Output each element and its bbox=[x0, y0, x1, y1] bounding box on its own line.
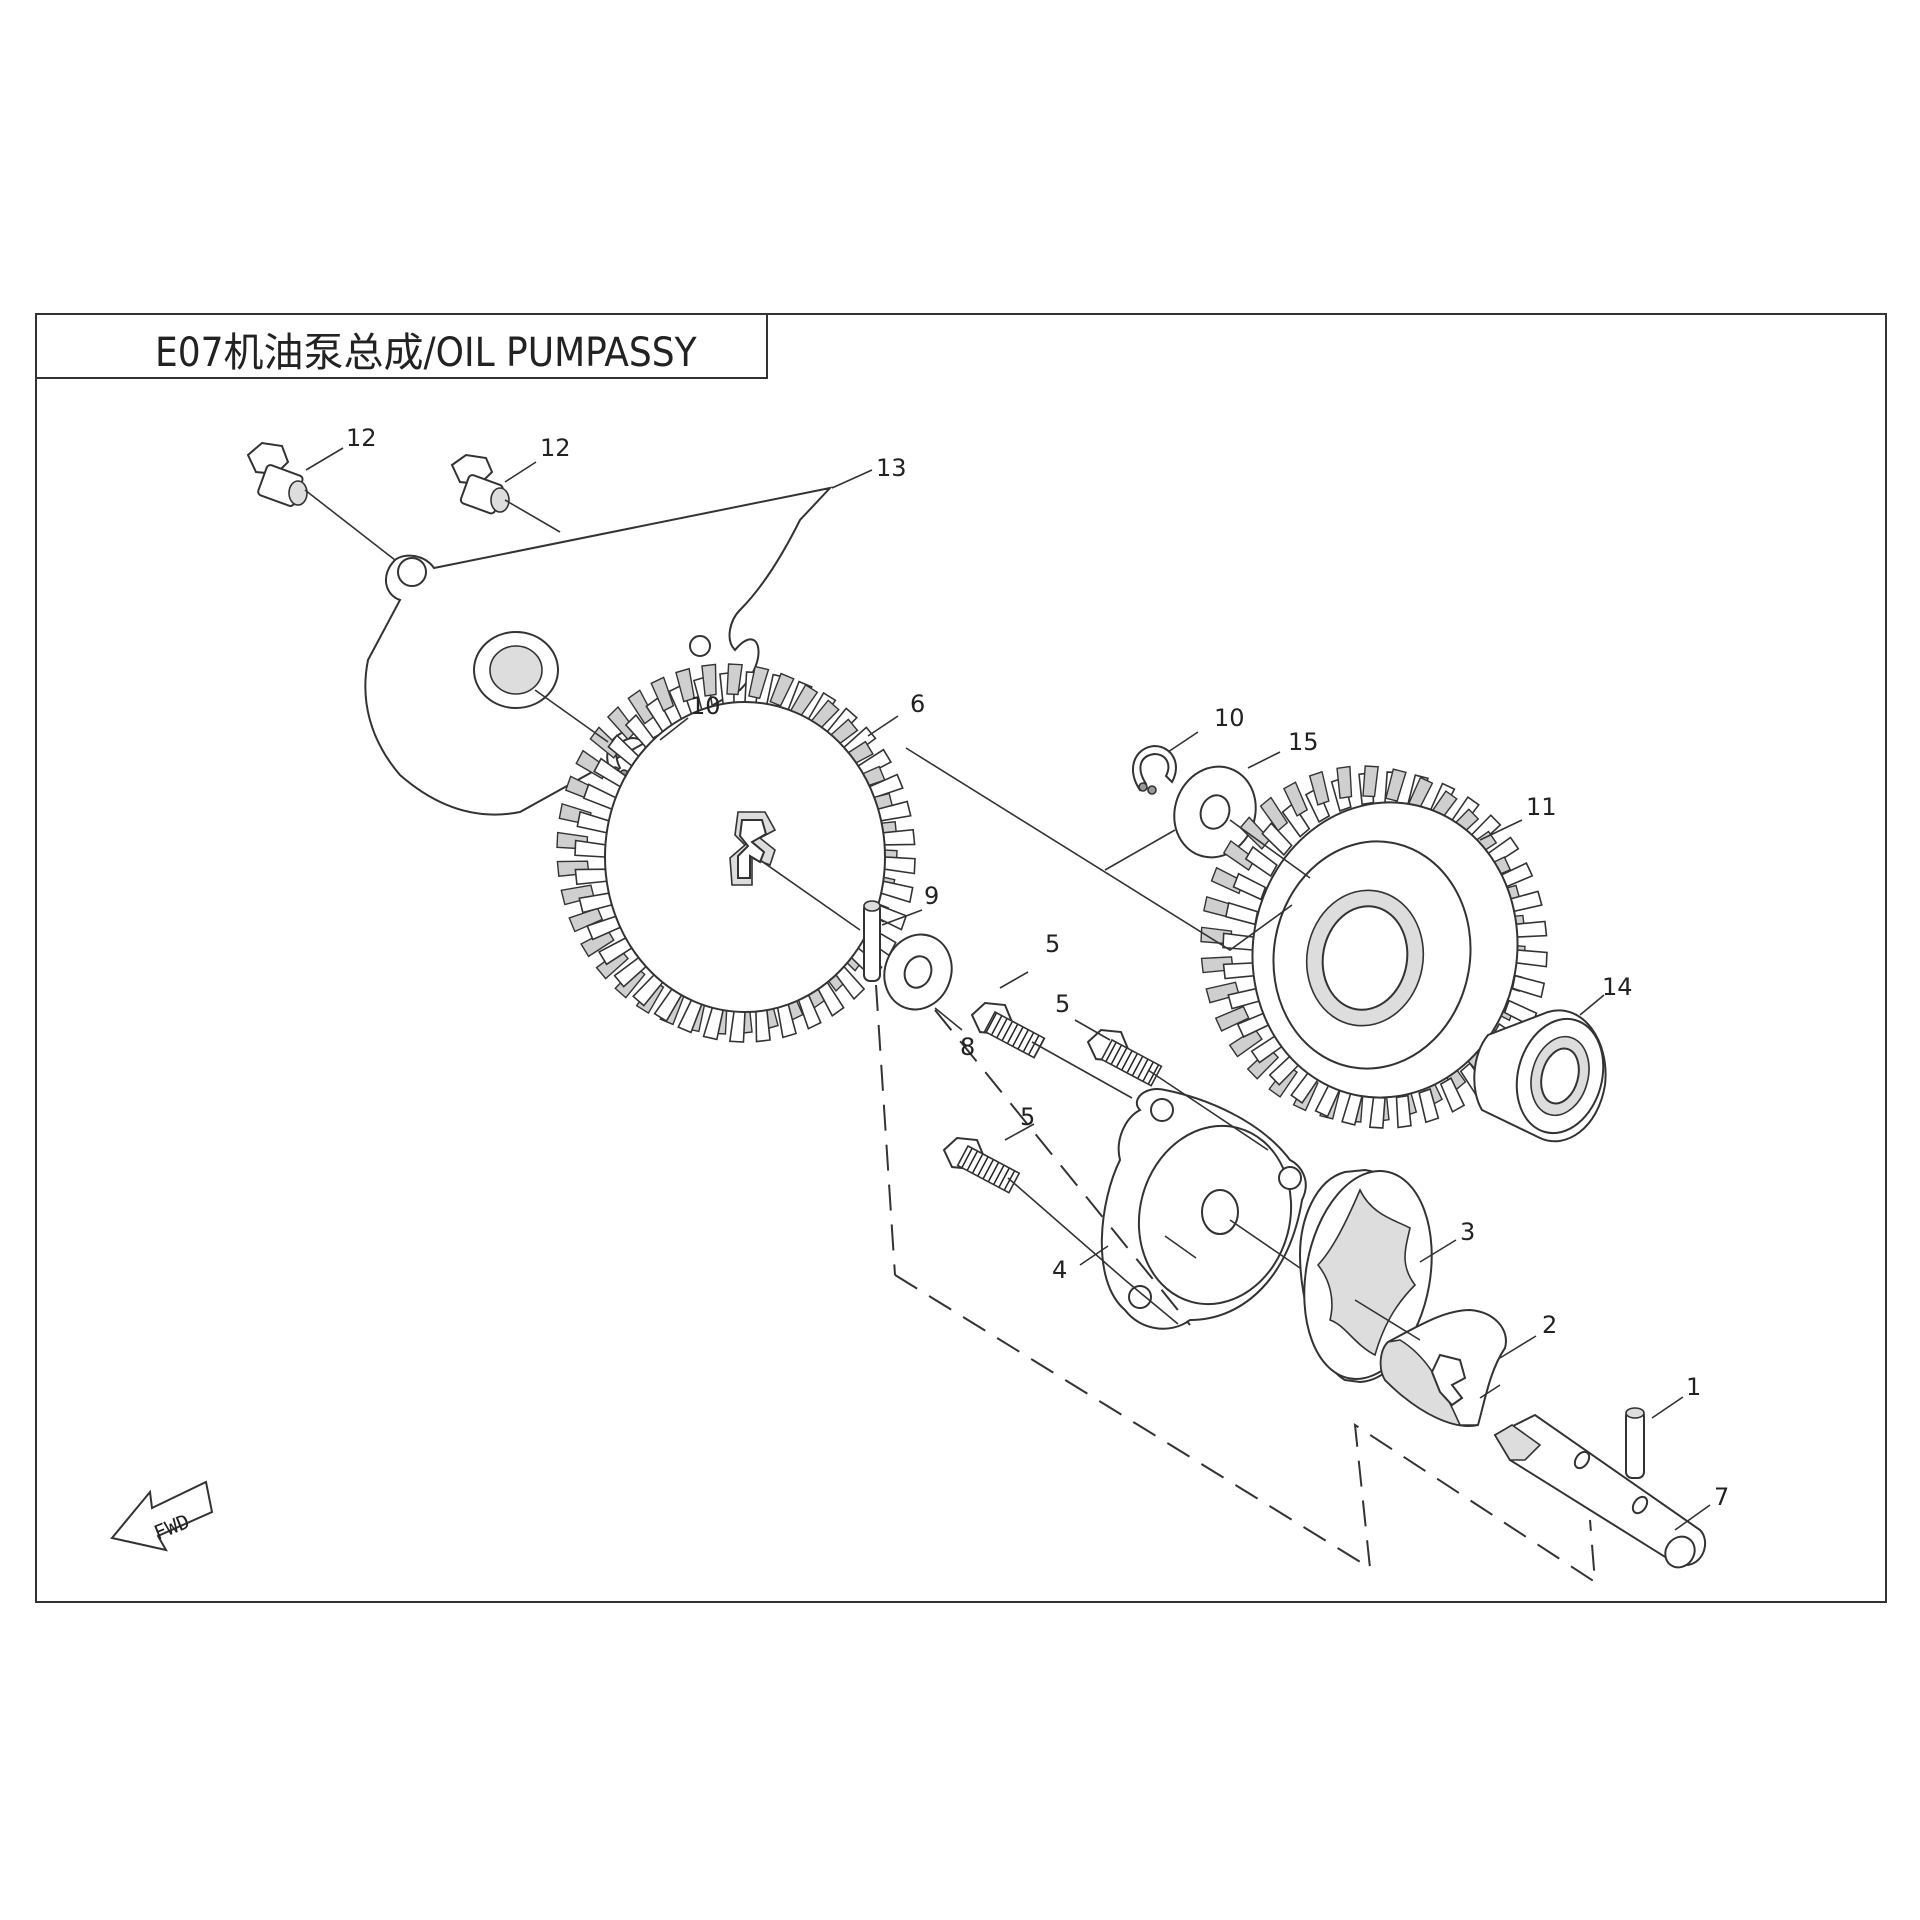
forward-direction-arrow: FWD bbox=[110, 1480, 214, 1552]
callout-9: 9 bbox=[924, 882, 939, 910]
part-15-thrust-washer bbox=[1173, 765, 1257, 859]
callout-7: 7 bbox=[1714, 1483, 1729, 1511]
callout-1: 1 bbox=[1686, 1373, 1701, 1401]
page-title: E07机油泵总成/OIL PUMPASSY bbox=[155, 330, 698, 376]
part-5-bolt-middle bbox=[1086, 1028, 1163, 1087]
part-7-pump-shaft bbox=[1493, 1413, 1707, 1569]
part-4-oil-pump-body bbox=[1100, 1088, 1307, 1330]
callout-leaders bbox=[305, 447, 1711, 1531]
part-6-oil-pump-drive-gear bbox=[556, 663, 916, 1043]
part-3-outer-rotor bbox=[1298, 1168, 1433, 1384]
callout-10-left: 10 bbox=[690, 692, 721, 720]
part-5-bolt-lower bbox=[942, 1136, 1021, 1194]
callout-6: 6 bbox=[910, 690, 925, 718]
assembly-lines bbox=[304, 489, 1597, 1584]
part-2-inner-rotor bbox=[1379, 1308, 1507, 1427]
callout-10-right: 10 bbox=[1214, 704, 1245, 732]
part-13-cover-plate bbox=[364, 486, 833, 816]
callout-15: 15 bbox=[1288, 728, 1319, 756]
part-8-washer bbox=[883, 933, 953, 1011]
callout-5-lower: 5 bbox=[1020, 1103, 1035, 1131]
callout-5-middle: 5 bbox=[1055, 990, 1070, 1018]
callout-12-left: 12 bbox=[346, 424, 377, 452]
callout-2: 2 bbox=[1542, 1311, 1557, 1339]
callout-11: 11 bbox=[1526, 793, 1557, 821]
callout-12-right: 12 bbox=[540, 434, 571, 462]
callout-4: 4 bbox=[1052, 1256, 1067, 1284]
part-1-shaft-pin bbox=[1625, 1407, 1645, 1479]
part-14-needle-bearing bbox=[1473, 1009, 1607, 1143]
part-9-dowel-pin bbox=[863, 900, 881, 982]
drawing-frame bbox=[35, 313, 1887, 1603]
callout-5-top: 5 bbox=[1045, 930, 1060, 958]
part-5-bolt-top bbox=[970, 1001, 1046, 1059]
part-12-bolt-left bbox=[246, 441, 308, 507]
callout-14: 14 bbox=[1602, 973, 1633, 1001]
callout-13: 13 bbox=[876, 454, 907, 482]
part-12-bolt-right bbox=[450, 453, 510, 515]
callout-3: 3 bbox=[1460, 1218, 1475, 1246]
callout-8: 8 bbox=[960, 1033, 975, 1061]
part-10-circlip-right bbox=[1131, 744, 1177, 795]
callout-numbers: 12 12 13 10 6 10 15 11 9 5 5 8 14 5 3 4 … bbox=[346, 424, 1729, 1511]
title-block: E07机油泵总成/OIL PUMPASSY bbox=[36, 314, 768, 379]
